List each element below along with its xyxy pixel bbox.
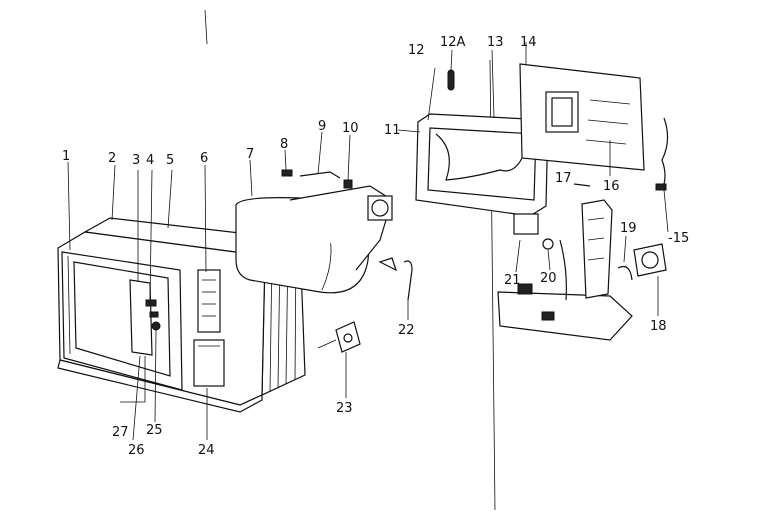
label-14: 14 <box>520 35 537 50</box>
label-22: 22 <box>398 323 415 338</box>
main-circuit-board <box>519 42 669 233</box>
label-7: 7 <box>246 147 254 162</box>
label-26: 26 <box>128 443 145 458</box>
chassis-assembly <box>497 183 667 341</box>
label-19: 19 <box>620 221 637 236</box>
label-3: 3 <box>132 153 140 168</box>
label-20: 20 <box>540 271 557 286</box>
label-12a: 12A <box>440 35 466 50</box>
label-16: 16 <box>603 179 620 194</box>
part-labels: 1 2 3 4 5 6 7 8 9 10 11 12 12A 13 14 -15… <box>62 35 689 458</box>
label-15: -15 <box>668 231 689 246</box>
label-13: 13 <box>487 35 504 50</box>
label-10: 10 <box>342 121 359 136</box>
label-21: 21 <box>504 273 521 288</box>
part-23-bracket <box>317 321 361 398</box>
back-frame-assembly <box>397 49 549 217</box>
label-11: 11 <box>384 123 401 138</box>
label-27: 27 <box>112 425 129 440</box>
label-12: 12 <box>408 43 425 58</box>
label-24: 24 <box>198 443 215 458</box>
label-4: 4 <box>146 153 154 168</box>
label-17: 17 <box>555 171 572 186</box>
label-2: 2 <box>108 151 116 166</box>
label-9: 9 <box>318 119 326 134</box>
label-8: 8 <box>280 137 288 152</box>
cabinet-assembly <box>57 161 306 441</box>
label-23: 23 <box>336 401 353 416</box>
label-5: 5 <box>166 153 174 168</box>
label-1: 1 <box>62 149 70 164</box>
label-25: 25 <box>146 423 163 438</box>
label-18: 18 <box>650 319 667 334</box>
label-6: 6 <box>200 151 208 166</box>
picture-tube-assembly <box>235 131 413 320</box>
